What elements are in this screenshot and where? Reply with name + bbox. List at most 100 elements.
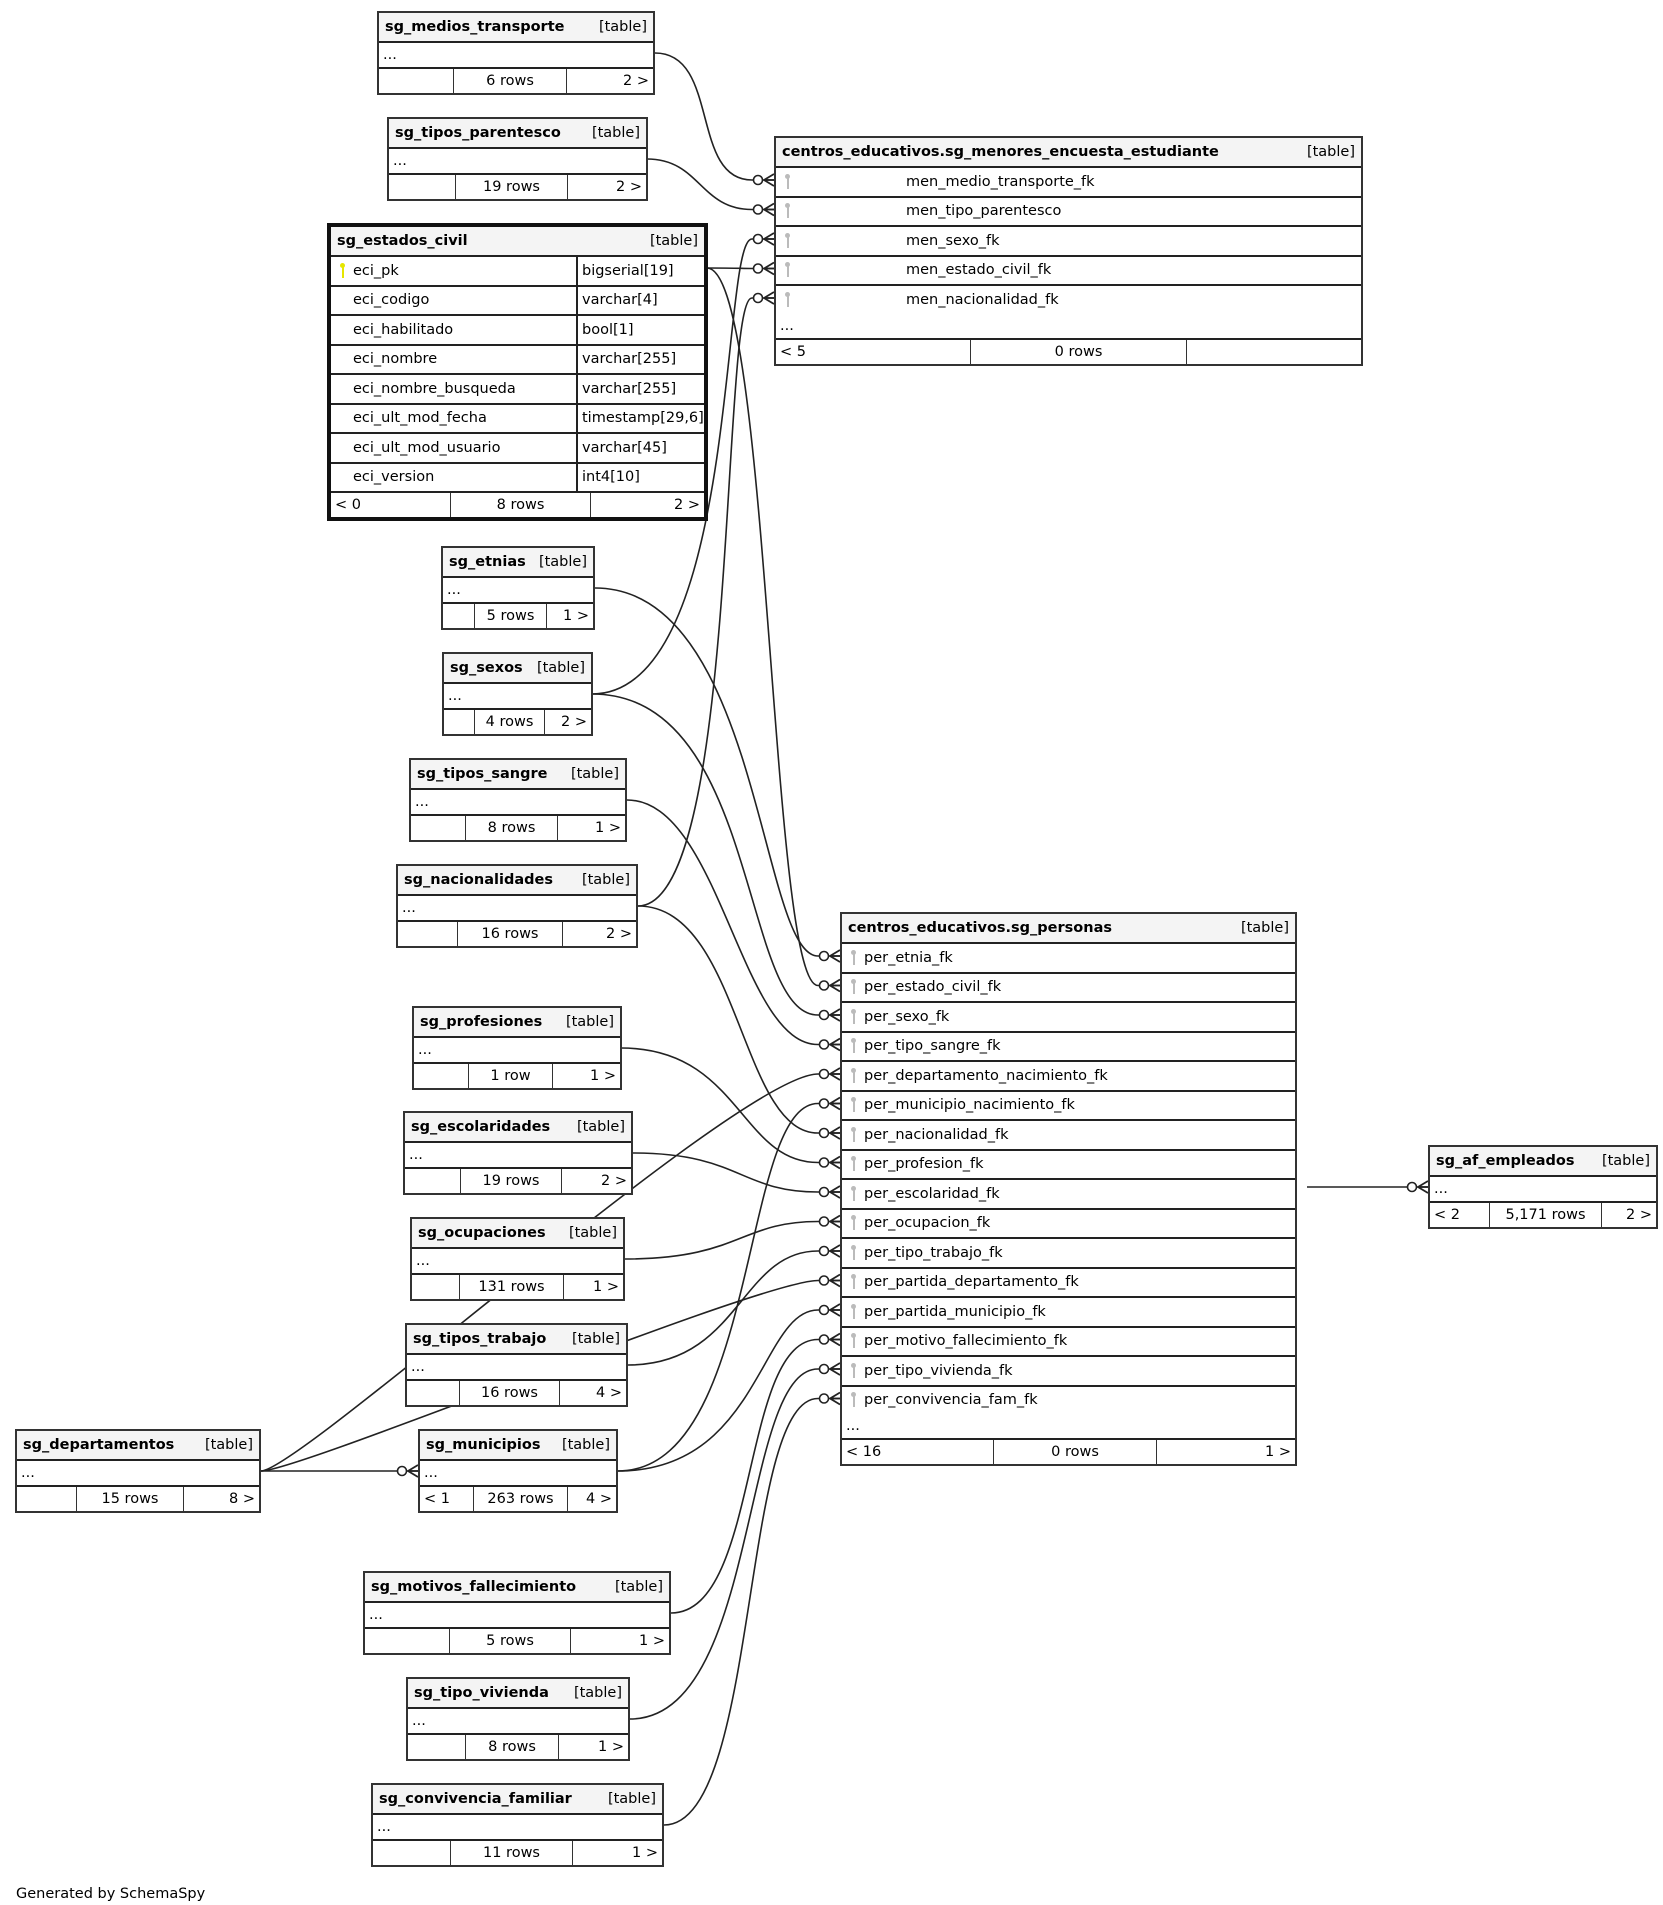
column-row[interactable]: per_motivo_fallecimiento_fk	[842, 1328, 1295, 1357]
table-name[interactable]: sg_medios_transporte	[385, 19, 565, 35]
column-row[interactable]: per_tipo_trabajo_fk	[842, 1239, 1295, 1269]
children-count[interactable]: 1 >	[1265, 1444, 1291, 1460]
children-count[interactable]: 1 >	[595, 820, 621, 836]
column-row[interactable]: per_partida_municipio_fk	[842, 1298, 1295, 1328]
parents-count[interactable]	[411, 816, 466, 840]
children-count[interactable]: 1 >	[632, 1845, 658, 1861]
column-row[interactable]: per_sexo_fk	[842, 1003, 1295, 1033]
column-row[interactable]: per_tipo_vivienda_fk	[842, 1357, 1295, 1387]
column-row[interactable]: per_ocupacion_fk	[842, 1210, 1295, 1239]
children-count[interactable]: 2 >	[674, 497, 700, 513]
parents-count[interactable]	[365, 1629, 450, 1653]
children-count[interactable]: 1 >	[563, 608, 589, 624]
parents-count[interactable]: < 0	[331, 493, 451, 517]
parents-count[interactable]	[444, 710, 475, 734]
children-count[interactable]: 2 >	[616, 179, 642, 195]
table-name[interactable]: sg_nacionalidades	[404, 872, 553, 888]
table-name[interactable]: sg_departamentos	[23, 1437, 175, 1453]
table-sg-personas[interactable]: centros_educativos.sg_personas[table] pe…	[840, 912, 1297, 1466]
parents-count[interactable]	[17, 1487, 77, 1511]
table-sg-convivencia-familiar[interactable]: sg_convivencia_familiar[table]...11 rows…	[371, 1783, 664, 1867]
column-row[interactable]: men_sexo_fk	[776, 227, 1361, 257]
parents-count[interactable]	[398, 922, 458, 946]
column-row[interactable]: per_escolaridad_fk	[842, 1180, 1295, 1210]
table-name[interactable]: sg_etnias	[449, 554, 526, 570]
column-row[interactable]: men_tipo_parentesco	[776, 198, 1361, 227]
column-row[interactable]: per_municipio_nacimiento_fk	[842, 1092, 1295, 1121]
parents-count[interactable]: < 1	[420, 1487, 474, 1511]
parents-count[interactable]	[373, 1841, 451, 1865]
table-name[interactable]: sg_escolaridades	[411, 1119, 551, 1135]
table-name[interactable]: sg_convivencia_familiar	[379, 1791, 572, 1807]
column-row[interactable]: men_nacionalidad_fk	[776, 286, 1361, 314]
table-name[interactable]: centros_educativos.sg_personas	[848, 920, 1113, 936]
parents-count[interactable]	[443, 604, 475, 628]
table-name[interactable]: sg_af_empleados	[1436, 1153, 1575, 1169]
column-row[interactable]: men_medio_transporte_fk	[776, 168, 1361, 198]
children-count[interactable]: 1 >	[598, 1739, 624, 1755]
parents-count[interactable]	[412, 1275, 460, 1299]
table-name[interactable]: sg_ocupaciones	[418, 1225, 546, 1241]
column-row[interactable]: per_departamento_nacimiento_fk	[842, 1062, 1295, 1092]
column-row[interactable]: per_partida_departamento_fk	[842, 1269, 1295, 1298]
parents-count[interactable]	[379, 69, 454, 93]
table-name[interactable]: sg_tipos_trabajo	[413, 1331, 547, 1347]
table-name[interactable]: sg_sexos	[450, 660, 523, 676]
table-sg-motivos-fallecimiento[interactable]: sg_motivos_fallecimiento[table]...5 rows…	[363, 1571, 671, 1655]
column-row[interactable]: per_profesion_fk	[842, 1151, 1295, 1180]
column-row[interactable]: per_etnia_fk	[842, 944, 1295, 974]
column-row[interactable]: per_nacionalidad_fk	[842, 1121, 1295, 1151]
table-name[interactable]: sg_tipos_parentesco	[395, 125, 561, 141]
table-name[interactable]: sg_municipios	[426, 1437, 541, 1453]
children-count[interactable]: 2 >	[606, 926, 632, 942]
column-row[interactable]: men_estado_civil_fk	[776, 257, 1361, 286]
parents-count[interactable]	[408, 1735, 466, 1759]
table-name[interactable]: centros_educativos.sg_menores_encuesta_e…	[782, 144, 1219, 160]
children-count[interactable]: 2 >	[623, 73, 649, 89]
column-row[interactable]: per_estado_civil_fk	[842, 974, 1295, 1003]
parents-count[interactable]	[414, 1064, 469, 1088]
children-count[interactable]: 1 >	[593, 1279, 619, 1295]
children-count[interactable]: 4 >	[596, 1385, 622, 1401]
parents-count[interactable]	[407, 1381, 460, 1405]
table-sg-menores-encuesta-estudiante[interactable]: centros_educativos.sg_menores_encuesta_e…	[774, 136, 1363, 366]
parents-count[interactable]: < 5	[776, 339, 971, 364]
table-name[interactable]: sg_motivos_fallecimiento	[371, 1579, 577, 1595]
children-count[interactable]: 1 >	[639, 1633, 665, 1649]
table-name[interactable]: sg_tipo_vivienda	[414, 1685, 549, 1701]
parents-count[interactable]: < 16	[842, 1440, 994, 1464]
parents-count[interactable]	[405, 1169, 461, 1193]
column-row[interactable]: per_convivencia_fam_fk	[842, 1387, 1295, 1415]
table-name[interactable]: sg_tipos_sangre	[417, 766, 548, 782]
children-count[interactable]: 1 >	[590, 1068, 616, 1084]
children-count[interactable]: 4 >	[586, 1491, 612, 1507]
children-count[interactable]	[1187, 340, 1361, 364]
parents-count[interactable]: < 2	[1430, 1203, 1490, 1227]
children-count[interactable]: 2 >	[601, 1173, 627, 1189]
table-name[interactable]: sg_profesiones	[420, 1014, 543, 1030]
children-count[interactable]: 8 >	[229, 1491, 255, 1507]
column-row[interactable]: per_tipo_sangre_fk	[842, 1033, 1295, 1062]
